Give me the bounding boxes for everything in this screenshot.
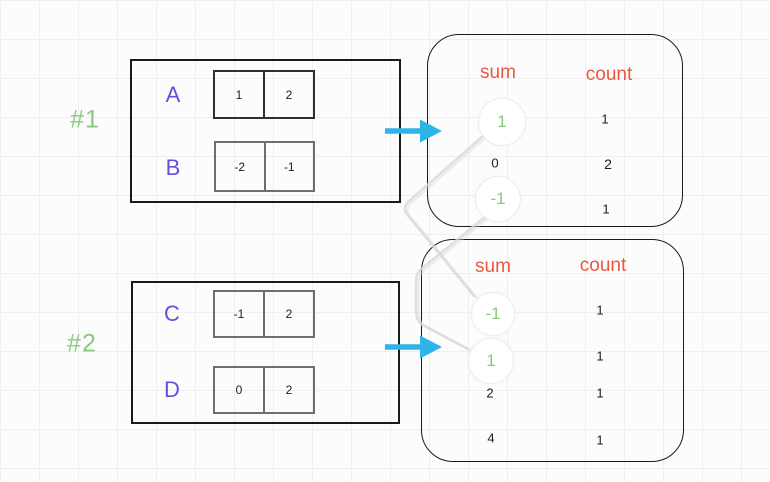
cell-c-0: -1 bbox=[233, 307, 245, 321]
group-1-tag: #1 bbox=[70, 105, 100, 134]
result-2-box[interactable]: sum count -1 1 1 1 2 1 4 1 bbox=[421, 239, 684, 462]
cell-a-1: 2 bbox=[263, 72, 313, 117]
row-label-d: D bbox=[164, 377, 180, 402]
cell-d-1: 2 bbox=[263, 368, 313, 412]
group-2-tag: #2 bbox=[67, 329, 97, 358]
cell-b-1: -1 bbox=[263, 143, 314, 190]
result-2-count-header: count bbox=[579, 255, 627, 276]
result-1-sum-header: sum bbox=[480, 62, 516, 83]
cell-d-0: 0 bbox=[235, 383, 243, 397]
result-1-count-0: 1 bbox=[601, 111, 609, 127]
group-2-box[interactable]: C -1 2 D 0 2 bbox=[131, 281, 400, 424]
row-a-cells[interactable]: 1 2 bbox=[213, 70, 315, 119]
result-2-sum-0: -1 bbox=[485, 304, 501, 323]
result-2-count-2: 1 bbox=[596, 385, 604, 401]
cell-a-0: 1 bbox=[235, 87, 243, 102]
row-label-c: C bbox=[164, 301, 180, 326]
result-1-count-2: 1 bbox=[602, 201, 610, 217]
result-1-sum-0: 1 bbox=[497, 112, 507, 131]
result-2-sum-header: sum bbox=[475, 256, 511, 277]
result-1-box[interactable]: sum count 1 1 0 2 -1 1 bbox=[427, 34, 683, 227]
group-1-box[interactable]: A 1 2 B -2 -1 bbox=[130, 59, 401, 203]
cell-b-0: -2 bbox=[234, 159, 246, 174]
result-1-sum-2: -1 bbox=[490, 189, 506, 208]
highlight-circle[interactable] bbox=[478, 98, 526, 146]
row-label-a: A bbox=[165, 82, 181, 107]
result-1-count-header: count bbox=[585, 64, 633, 85]
result-2-sum-3: 4 bbox=[487, 430, 495, 446]
row-label-b: B bbox=[165, 155, 181, 180]
row-d-cells[interactable]: 0 2 bbox=[213, 366, 315, 414]
result-2-sum-1: 1 bbox=[486, 351, 496, 370]
result-2-sum-2: 2 bbox=[486, 385, 494, 401]
result-2-count-0: 1 bbox=[596, 302, 604, 318]
cell-c-1: 2 bbox=[263, 292, 313, 336]
row-c-cells[interactable]: -1 2 bbox=[213, 290, 315, 338]
result-1-count-1: 2 bbox=[604, 156, 612, 172]
result-2-count-1: 1 bbox=[596, 348, 604, 364]
row-b-cells[interactable]: -2 -1 bbox=[214, 141, 315, 192]
result-2-count-3: 1 bbox=[596, 432, 604, 448]
result-1-sum-1: 0 bbox=[491, 155, 499, 171]
